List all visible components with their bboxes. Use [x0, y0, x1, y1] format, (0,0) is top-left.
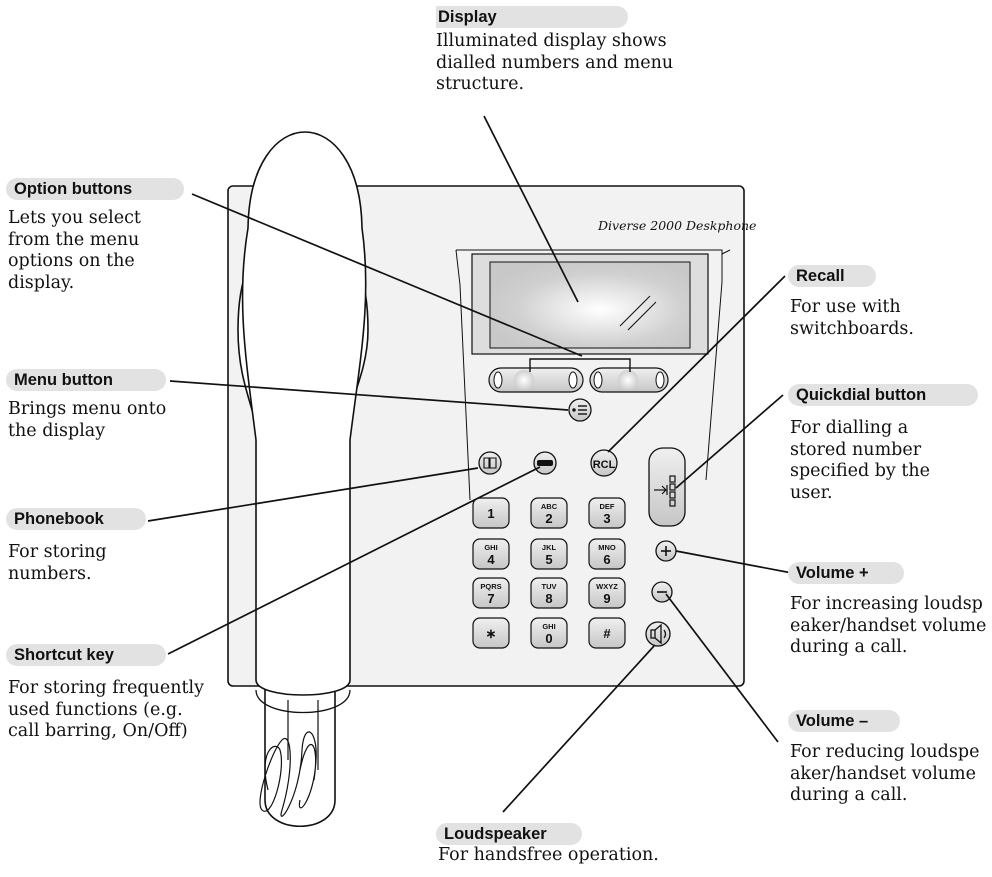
key-letters: JKL: [542, 543, 557, 552]
shortcut-key-title: Shortcut key: [6, 644, 166, 666]
key-digit: 6: [603, 552, 610, 567]
key-digit: 9: [603, 591, 610, 606]
loudspeaker-title: Loudspeaker: [436, 823, 582, 845]
key-digit: 7: [487, 591, 494, 606]
display-desc: Illuminated display shows dialled number…: [436, 31, 674, 94]
volume-down-button[interactable]: [651, 581, 673, 603]
key-letters: MNO: [598, 543, 616, 552]
speaker-icon: [650, 623, 667, 645]
key-digit: 2: [545, 511, 552, 526]
volume-down-title: Volume –: [788, 710, 900, 732]
key-9[interactable]: ∗: [472, 617, 510, 649]
recall-button[interactable]: RCL: [590, 449, 618, 477]
key-letters: GHI: [484, 543, 497, 552]
loudspeaker-desc: For handsfree operation.: [438, 845, 659, 865]
callout-lines: [147, 115, 793, 813]
handset-earpiece: [255, 689, 351, 714]
key-0[interactable]: 1: [472, 497, 510, 529]
phonebook-title: Phonebook: [6, 508, 146, 530]
handset-body: [241, 131, 367, 696]
quickdial-button[interactable]: [648, 447, 686, 527]
book-icon: [483, 457, 497, 469]
key-letters: TUV: [542, 582, 557, 591]
key-letters: PQRS: [480, 582, 501, 591]
option-bracket: [529, 358, 631, 372]
menu-button[interactable]: [568, 398, 592, 422]
coiled-cord: [259, 731, 317, 817]
menu-icon: [572, 405, 587, 415]
key-digit: 8: [545, 591, 552, 606]
recall-title: Recall: [788, 265, 876, 287]
shortcut-key-button[interactable]: [533, 451, 557, 475]
body-contours: [455, 249, 731, 501]
volume-up-title: Volume +: [788, 562, 904, 584]
volume-down-desc: For reducing loudspeaker/handset volume …: [790, 742, 980, 805]
dots-icon: [537, 460, 553, 466]
key-letters: GHI: [542, 622, 555, 631]
key-digit: ∗: [486, 626, 497, 641]
key-digit: 3: [603, 511, 610, 526]
plus-icon: [661, 546, 671, 556]
key-digit: 0: [545, 631, 552, 646]
shortcut-key-desc: For storing frequently used functions (e…: [8, 678, 205, 741]
quickdial-title: Quickdial button: [788, 384, 978, 406]
phonebook-button[interactable]: [478, 451, 502, 475]
key-letters: DEF: [600, 502, 615, 511]
arrow-line-icon: [654, 475, 676, 507]
menu-button-title: Menu button: [6, 369, 166, 391]
option-buttons-desc: Lets you select from the menu options on…: [8, 208, 141, 293]
handset-cord-top: [287, 700, 319, 770]
option-buttons-title: Option buttons: [6, 178, 184, 200]
recall-label: RCL: [593, 459, 616, 471]
phonebook-desc: For storing numbers.: [8, 542, 107, 584]
key-letters: ABC: [541, 502, 558, 511]
key-11[interactable]: #: [588, 617, 626, 649]
key-digit: #: [603, 626, 611, 641]
menu-button-desc: Brings menu onto the display: [8, 399, 167, 441]
screen-glare: [627, 301, 657, 331]
key-digit: 5: [545, 552, 552, 567]
key-letters: WXYZ: [596, 582, 618, 591]
option-buttons[interactable]: [488, 367, 669, 393]
phone-brand-label: Diverse 2000 Deskphone: [597, 218, 756, 233]
volume-up-desc: For increasing loudspeaker/handset volum…: [790, 594, 987, 657]
screen-glare: [619, 295, 651, 327]
key-digit: 1: [487, 506, 494, 521]
display-screen: [489, 261, 691, 349]
key-digit: 4: [487, 552, 495, 567]
quickdial-desc: For dialling a stored number specified b…: [790, 418, 931, 503]
display-title: Display: [436, 6, 628, 28]
loudspeaker-button[interactable]: [645, 621, 671, 647]
volume-up-button[interactable]: [655, 540, 677, 562]
recall-desc: For use with switchboards.: [790, 297, 914, 339]
